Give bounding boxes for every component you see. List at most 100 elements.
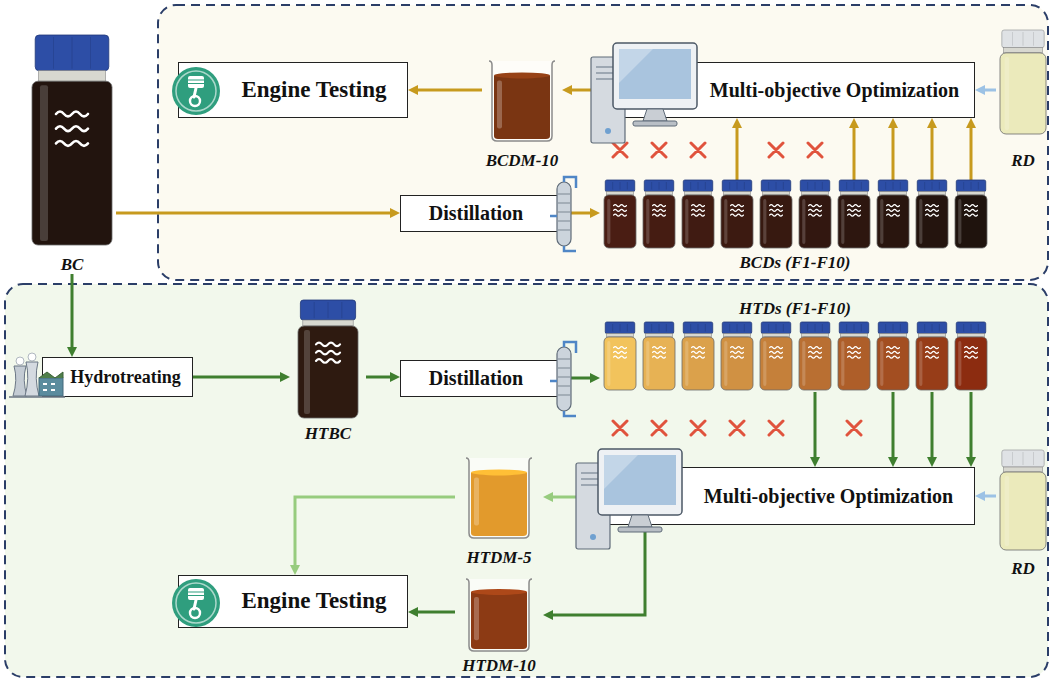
vial-cap [683, 322, 712, 334]
arrow-path [414, 611, 455, 614]
monitor-base [633, 121, 677, 126]
vial-glint [958, 341, 961, 386]
cap-rib [1033, 32, 1034, 46]
wave-mark [809, 209, 822, 211]
wave-mark [926, 351, 939, 353]
vial-neck [685, 334, 712, 337]
piston-rings [188, 592, 204, 596]
illustration-group [1000, 450, 1046, 550]
arrow-path [931, 124, 934, 180]
vial-cap [800, 180, 829, 192]
cap-rib [744, 182, 745, 190]
piston-head [188, 588, 204, 600]
screen-glare [604, 455, 638, 489]
vial-body [760, 337, 792, 390]
wave-mark [887, 356, 900, 358]
wave-mark [731, 214, 744, 216]
cap-rib [783, 324, 784, 332]
wave-mark [653, 205, 666, 207]
vial-neck [724, 334, 751, 337]
arrow-path [414, 89, 482, 92]
sample-figure: HTDM-5 [455, 452, 543, 567]
monitor-screen [604, 455, 676, 505]
vial-neck [763, 334, 790, 337]
vial-cap [605, 322, 634, 334]
reject-mark [613, 421, 861, 435]
flow-arrow [366, 377, 394, 378]
vial-neck [38, 71, 105, 82]
wave-mark [887, 351, 900, 353]
wave-mark [809, 205, 822, 207]
cap-rib [900, 182, 901, 190]
wave-mark [614, 356, 627, 358]
wave-mark [848, 209, 861, 211]
column-body [557, 347, 571, 411]
arrow-path [549, 496, 580, 499]
monitor-screen [619, 49, 691, 99]
wave-mark [887, 214, 900, 216]
cooling-tower [13, 366, 27, 396]
dashed-panel [158, 5, 1048, 280]
box-icon [549, 341, 579, 417]
cap-rib [744, 324, 745, 332]
vial-neck [724, 192, 751, 195]
wave-mark [926, 214, 939, 216]
cap-rib [815, 324, 816, 332]
vial-neck [1004, 467, 1043, 472]
vial-body [799, 195, 831, 248]
cap-rib [815, 182, 816, 190]
vial-body [955, 337, 987, 390]
vial-cap [956, 322, 985, 334]
cap-rib [776, 182, 777, 190]
beaker-glint [474, 477, 479, 525]
sample-illustration [996, 28, 1050, 170]
process-box: Distillation [400, 360, 564, 397]
box-icon [591, 43, 701, 143]
sample-illustration [290, 298, 366, 443]
box-icon [9, 354, 65, 400]
cap-rib [690, 182, 691, 190]
node-label: BCDs (F1-F10) [740, 254, 851, 272]
vial-glint [685, 199, 688, 244]
cap-rib [666, 324, 667, 332]
flow-arrow [815, 392, 971, 461]
vial-glint [685, 341, 688, 386]
vial-body [838, 195, 870, 248]
monitor-stand [628, 515, 652, 527]
vial-body [916, 195, 948, 248]
beaker-glass [466, 579, 532, 651]
sample-figure: HTBC [290, 298, 366, 443]
vial-neck [841, 192, 868, 195]
cap-rib [729, 182, 730, 190]
vial-glint [919, 341, 922, 386]
wave-mark [848, 214, 861, 216]
arrow-path [736, 124, 739, 180]
node-label: Hydrotreating [70, 367, 180, 388]
cap-rib [893, 182, 894, 190]
cap-rib [971, 324, 972, 332]
cap-rib [612, 324, 613, 332]
node-label: HTBC [305, 425, 351, 443]
cap-rib [932, 324, 933, 332]
beaker-glass-fill [466, 579, 532, 651]
vial-cap [644, 180, 673, 192]
wave-mark [653, 356, 666, 358]
icon-group [550, 177, 576, 251]
cap-rib [885, 182, 886, 190]
cap-rib [978, 182, 979, 190]
cap-rib [1012, 32, 1013, 46]
wave-mark [56, 112, 88, 117]
dashed-panel [5, 284, 1048, 677]
sample-figure: BC [28, 32, 116, 274]
engine-ring [176, 71, 216, 111]
arrow-path [931, 392, 934, 461]
sample-figure: BCDM-10 [482, 55, 562, 170]
cap-rib [627, 182, 628, 190]
wave-mark [731, 209, 744, 211]
node-label: Multi-objective Optimization [710, 79, 959, 102]
node-label: HTDM-10 [462, 657, 536, 675]
piston-rings [188, 80, 204, 84]
cap-rib [72, 37, 73, 69]
wave-mark [731, 356, 744, 358]
wave-mark [770, 347, 783, 349]
